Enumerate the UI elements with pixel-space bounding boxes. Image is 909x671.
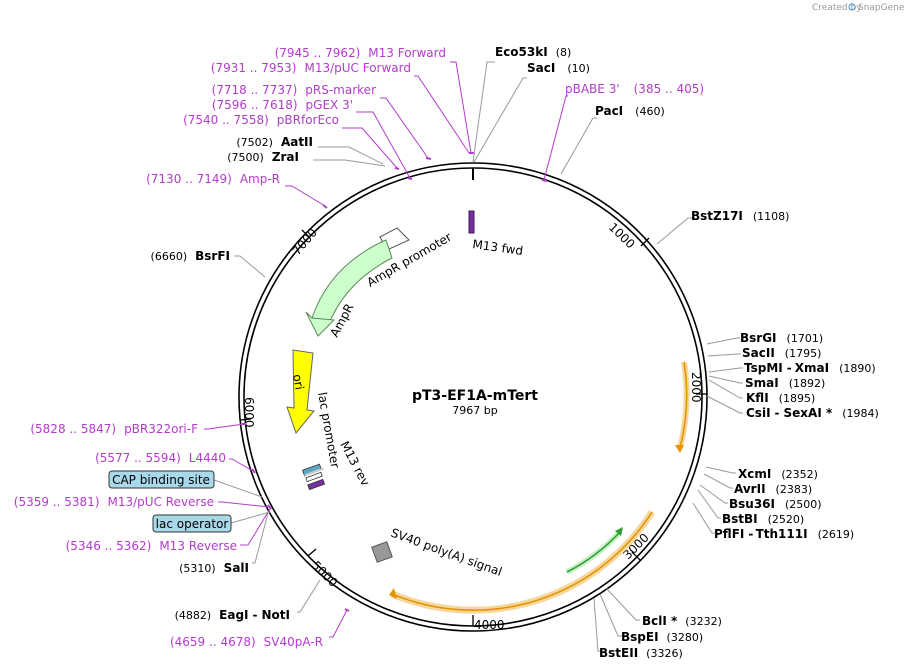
- site-bstbi[interactable]: BstBI(2520): [722, 512, 804, 526]
- site-bsu36i[interactable]: Bsu36I(2500): [729, 497, 822, 511]
- site-xcmi[interactable]: XcmI(2352): [738, 467, 818, 481]
- feature-lac-stack[interactable]: [302, 463, 326, 491]
- lac-operator-box[interactable]: lac operator: [152, 514, 232, 533]
- site-bsrgi[interactable]: BsrGI(1701): [740, 331, 823, 345]
- primer-prs-marker[interactable]: (7718 .. 7737)pRS-marker: [212, 83, 376, 97]
- tick-2000: 2000: [689, 372, 703, 403]
- tick-5000: 5000: [309, 558, 340, 589]
- plasmid-length: 7967 bp: [452, 404, 497, 417]
- lac-promoter-label: lac promoter: [315, 391, 342, 469]
- feature-ori[interactable]: ori: [286, 349, 315, 435]
- feature-orf-right[interactable]: [675, 361, 690, 453]
- primer-pbabe3[interactable]: pBABE 3'(385 .. 405): [565, 82, 704, 96]
- site-avrii[interactable]: AvrII(2383): [734, 482, 812, 496]
- site-bcli[interactable]: BclI *(3232): [642, 614, 722, 628]
- site-bstz17i[interactable]: BstZ17I(1108): [691, 209, 789, 223]
- primer-sv40pa-r[interactable]: (4659 .. 4678)SV40pA-R: [170, 635, 323, 649]
- site-bsrfi[interactable]: (6660)BsrFI: [151, 249, 230, 263]
- primer-m13-forward[interactable]: (7945 .. 7962)M13 Forward: [275, 46, 446, 60]
- sv40-label: SV40 poly(A) signal: [389, 526, 504, 579]
- snapgene-logo-icon: [848, 3, 856, 11]
- site-paci[interactable]: PacI(460): [595, 104, 665, 118]
- m13rev-label: M13 rev: [337, 439, 372, 488]
- m13fwd-label: M13 fwd: [472, 237, 524, 258]
- backbone-outer: [238, 162, 708, 632]
- tick-1000: 1000: [606, 220, 638, 251]
- feature-sv40-polya[interactable]: SV40 poly(A) signal: [371, 526, 504, 579]
- site-smai[interactable]: SmaI(1892): [745, 376, 825, 390]
- primer-pgex3[interactable]: (7596 .. 7618)pGEX 3': [212, 98, 353, 112]
- site-kfli[interactable]: KflI(1895): [746, 391, 815, 405]
- primer-pbrforeco[interactable]: (7540 .. 7558)pBRforEco: [183, 113, 339, 127]
- primer-m13puc-forward[interactable]: (7931 .. 7953)M13/pUC Forward: [211, 61, 411, 75]
- leader-lines: [204, 61, 743, 652]
- site-bspei[interactable]: BspEI(3280): [621, 630, 703, 644]
- cap-binding-site-label: CAP binding site: [112, 473, 210, 487]
- sites-left: (7502)AatII (7500)ZraI (6660)BsrFI (5310…: [151, 135, 313, 622]
- primer-l4440[interactable]: (5577 .. 5594)L4440: [95, 451, 226, 465]
- site-pflfi-tth111i[interactable]: PflFI-Tth111I(2619): [714, 527, 854, 541]
- site-sacii[interactable]: SacII(1795): [742, 346, 821, 360]
- site-sali[interactable]: (5310)SalI: [179, 561, 249, 575]
- feature-m13fwd[interactable]: M13 fwd: [468, 210, 524, 258]
- ori-label: ori: [290, 373, 306, 391]
- site-eagi-noti[interactable]: (4882)EagI-NotI: [175, 608, 290, 622]
- sites-right: Eco53kI(8) SacI(10) PacI(460) BstZ17I(11…: [495, 45, 879, 660]
- site-eco53ki[interactable]: Eco53kI(8): [495, 45, 571, 59]
- brand-text: SnapGene: [858, 3, 905, 13]
- cap-binding-site-box[interactable]: CAP binding site: [108, 470, 215, 489]
- site-aatii[interactable]: (7502)AatII: [236, 135, 313, 149]
- credit-text: Created by: [812, 3, 862, 13]
- lac-operator-label: lac operator: [156, 517, 229, 531]
- feature-orf-bottom[interactable]: [389, 510, 655, 614]
- site-bsteii[interactable]: BstEII(3326): [599, 646, 683, 660]
- tick-4000: 4000: [474, 618, 505, 632]
- site-saci[interactable]: SacI(10): [527, 61, 590, 75]
- feature-ampr[interactable]: AmpR: [305, 239, 393, 339]
- primer-m13-reverse[interactable]: (5346 .. 5362)M13 Reverse: [66, 539, 237, 553]
- primer-pbr322ori-f[interactable]: (5828 .. 5847)pBR322ori-F: [30, 422, 198, 436]
- plasmid-name: pT3-EF1A-mTert: [412, 388, 538, 404]
- site-csii-sexai[interactable]: CsiI-SexAI *(1984): [746, 406, 879, 420]
- primer-m13puc-reverse[interactable]: (5359 .. 5381)M13/pUC Reverse: [14, 495, 214, 509]
- site-tspmi-xmai[interactable]: TspMI-XmaI(1890): [744, 361, 876, 375]
- primer-markers: [242, 152, 548, 612]
- scale-ticks: 1000 2000 3000 4000 5000 6000 7000: [239, 220, 707, 632]
- site-zrai[interactable]: (7500)ZraI: [227, 150, 299, 164]
- primer-amp-r[interactable]: (7130 .. 7149)Amp-R: [146, 172, 280, 186]
- primer-labels: (7945 .. 7962)M13 Forward (7931 .. 7953)…: [14, 46, 704, 649]
- feature-orf-green[interactable]: [565, 527, 623, 575]
- tick-6000: 6000: [242, 397, 256, 428]
